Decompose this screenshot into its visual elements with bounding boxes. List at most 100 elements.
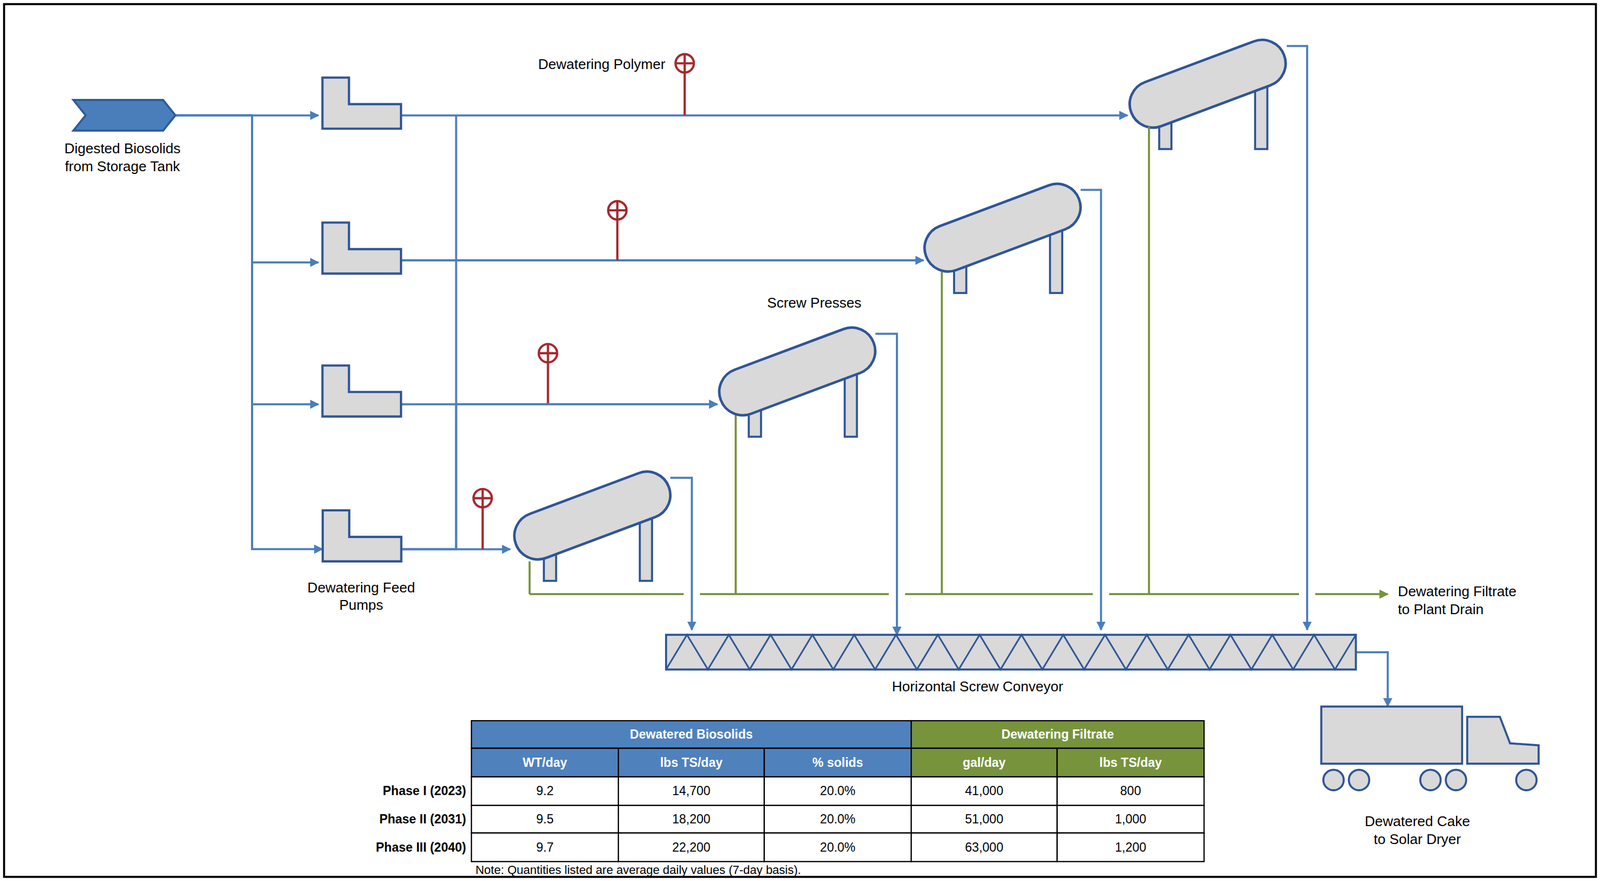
pipe-connector — [175, 115, 323, 549]
table-cell-box — [618, 832, 765, 862]
truck-outline — [1323, 769, 1537, 790]
table-header: gal/day — [911, 748, 1058, 777]
table-cell-box — [911, 832, 1058, 862]
process-drawing — [507, 464, 677, 581]
screw-conveyor-outline — [666, 634, 1357, 670]
table-cell: 1,200 — [1057, 832, 1204, 862]
node-label: Dewatering Feed Pumps — [296, 578, 427, 614]
truck-outline — [1467, 716, 1539, 763]
table-cell: 9.7 — [471, 832, 619, 862]
sludge-pipes — [175, 46, 1308, 630]
data-table — [471, 776, 1205, 862]
polymer-injection — [675, 54, 694, 73]
polymer-injection — [538, 343, 558, 363]
sludge-pipes — [670, 477, 692, 630]
table-cell: 22,200 — [618, 832, 765, 862]
filtrate-pipes — [734, 414, 737, 595]
table-cell-box — [911, 776, 1058, 806]
table-cell-box — [471, 776, 619, 806]
table-cell: 20.0% — [764, 805, 912, 833]
sludge-pipes — [400, 114, 1128, 117]
filtrate-pipes — [699, 592, 889, 595]
process-drawing — [322, 222, 402, 274]
row-header: Phase III (2040) — [305, 832, 470, 862]
screw-flights — [666, 634, 1357, 670]
polymer-injection — [607, 201, 627, 220]
table-cell: 41,000 — [911, 776, 1058, 806]
data-table — [764, 748, 912, 777]
source-chevron-outline — [73, 99, 176, 131]
table-note: Note: Quantities listed are average dail… — [475, 862, 801, 878]
data-table — [471, 720, 1205, 862]
node-label: Horizontal Screw Conveyor — [892, 677, 1064, 696]
table-header: % solids — [764, 748, 912, 777]
screw-conveyor: Horizontal Screw Conveyor — [666, 634, 1357, 670]
node-label: Dewatered Cake to Solar Dryer — [1360, 812, 1475, 848]
filtrate-pipes — [905, 592, 1094, 595]
sludge-pipes — [400, 259, 924, 262]
table-header: WT/day — [471, 748, 619, 777]
frame — [4, 4, 1597, 877]
table-cell: 9.2 — [471, 776, 619, 806]
table-cell-box — [1057, 805, 1204, 833]
data-table — [911, 748, 1058, 777]
table-cell-box — [618, 805, 765, 833]
feed-pump-outline — [322, 510, 402, 562]
polymer-injection — [538, 343, 558, 363]
polymer-injection — [481, 507, 484, 550]
sludge-pipes — [252, 403, 319, 406]
data-table — [911, 720, 1204, 749]
polymer-injection — [675, 54, 694, 73]
table-header: lbs TS/day — [1057, 748, 1204, 777]
data-table — [618, 748, 765, 777]
filtrate-pipes — [1147, 126, 1151, 594]
feed-pump: Dewatering Feed Pumps — [322, 510, 402, 562]
polymer-injection — [616, 219, 619, 261]
sludge-pipes — [1080, 189, 1102, 630]
pipe-connector — [875, 333, 897, 635]
node-label: Screw Presses — [767, 293, 862, 312]
polymer-injection — [473, 488, 492, 508]
truck: Dewatered Cake to Solar Dryer — [1321, 706, 1539, 790]
table-cell-box — [471, 805, 619, 833]
table-cell: 51,000 — [911, 805, 1058, 833]
screw-press-outline — [712, 321, 883, 437]
truck-outline — [1321, 706, 1463, 764]
table-header: Dewatering Filtrate — [911, 720, 1204, 749]
sludge-pipes — [400, 403, 456, 406]
feed-pump-outline — [322, 510, 402, 562]
data-table — [1057, 748, 1204, 777]
table-cell: 18,200 — [618, 805, 765, 833]
table-cell: 9.5 — [471, 805, 619, 833]
process-drawing — [322, 77, 402, 129]
table-cell-box — [911, 805, 1058, 833]
table-cell: 63,000 — [911, 832, 1058, 862]
polymer-injection — [607, 201, 627, 220]
polymer-injection — [683, 72, 686, 116]
polymer-injection — [473, 488, 492, 508]
table-cell: 20.0% — [764, 776, 912, 806]
table-cell-box — [764, 832, 912, 862]
process-drawing — [917, 177, 1088, 293]
pipe-connector — [1356, 651, 1388, 707]
table-cell: 800 — [1057, 776, 1204, 806]
node-label: Digested Biosolids from Storage Tank — [53, 139, 192, 175]
data-table — [471, 720, 912, 749]
table-cell-box — [618, 776, 765, 806]
table-cell: 14,700 — [618, 776, 765, 806]
filtrate-pipes — [1315, 592, 1388, 595]
filtrate-pipes — [529, 592, 685, 595]
truck-outline — [1445, 769, 1467, 790]
callout-label: Dewatering Polymer — [461, 54, 666, 75]
truck-outline — [1323, 769, 1345, 790]
table-cell-box — [471, 832, 619, 862]
table-cell: 20.0% — [764, 832, 912, 862]
table-cell-box — [1057, 832, 1204, 862]
table-cell-box — [764, 805, 912, 833]
outlet-label: Dewatering Filtrate to Plant Drain — [1397, 582, 1526, 618]
data-table — [471, 748, 619, 777]
table-cell: 1,000 — [1057, 805, 1204, 833]
table-header: Dewatered Biosolids — [471, 720, 912, 749]
truck-outline — [1321, 706, 1539, 790]
screw-press: Screw Presses — [717, 324, 878, 439]
